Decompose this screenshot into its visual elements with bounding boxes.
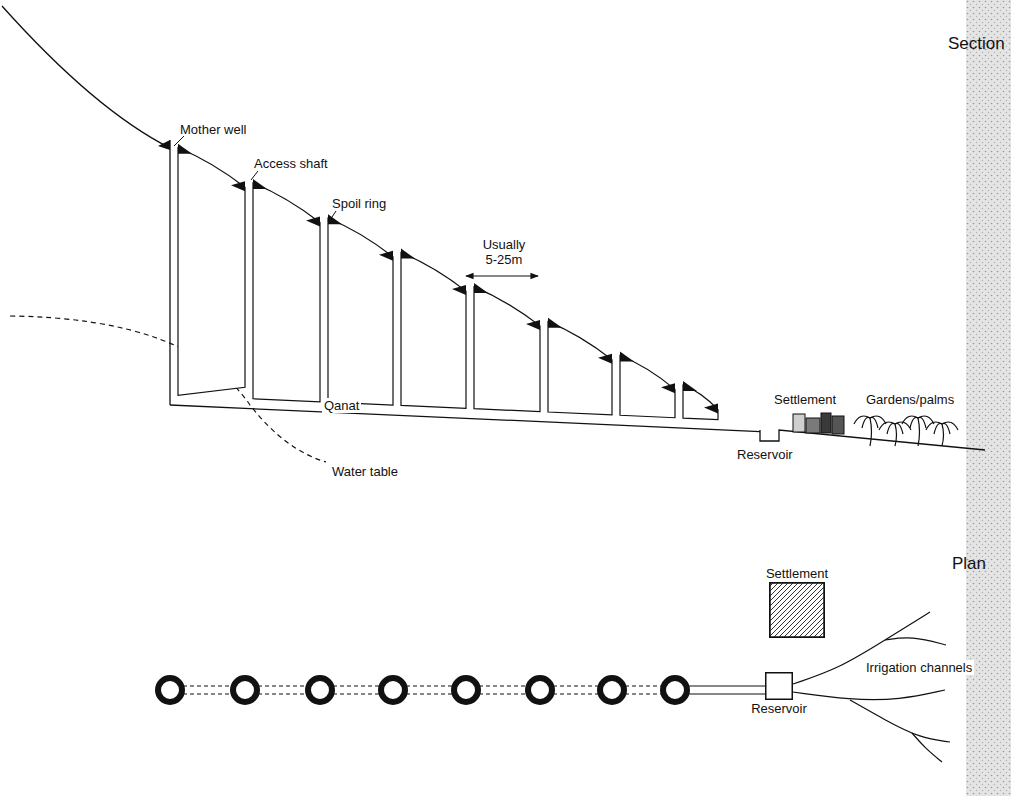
leader-line xyxy=(174,136,184,146)
node-label: Reservoir xyxy=(749,700,809,717)
part-label: Irrigation channels xyxy=(864,660,974,675)
spacing-arrow xyxy=(466,275,538,276)
stipple-strip xyxy=(966,0,1011,796)
part-label: Gardens/palms xyxy=(864,392,956,407)
hillside xyxy=(2,6,170,148)
palm-trees xyxy=(854,416,958,446)
part-label: Reservoir xyxy=(735,447,795,462)
part-label: Qanat xyxy=(322,398,361,413)
part-label: Plan xyxy=(950,554,988,573)
part-label: Access shaft xyxy=(252,156,330,171)
part-label: Section xyxy=(946,34,1007,53)
part-label: Mother well xyxy=(178,122,248,137)
leader-line xyxy=(330,211,336,220)
leader-line xyxy=(251,171,258,180)
part-label: Usually 5-25m xyxy=(474,237,534,267)
reservoir-and-ground xyxy=(760,430,985,450)
reservoir-box: Reservoir xyxy=(749,672,809,717)
reservoir-shape xyxy=(765,672,793,700)
part-label: Spoil ring xyxy=(330,196,388,211)
plan-view xyxy=(158,612,950,762)
part-label: Water table xyxy=(330,464,400,479)
part-label: Settlement xyxy=(772,392,838,407)
shaft-segments xyxy=(158,140,760,432)
settlement-block: Settlement xyxy=(764,565,830,638)
hatched-square xyxy=(769,582,825,638)
node-label: Settlement xyxy=(764,565,830,582)
settlement-houses xyxy=(793,413,844,434)
